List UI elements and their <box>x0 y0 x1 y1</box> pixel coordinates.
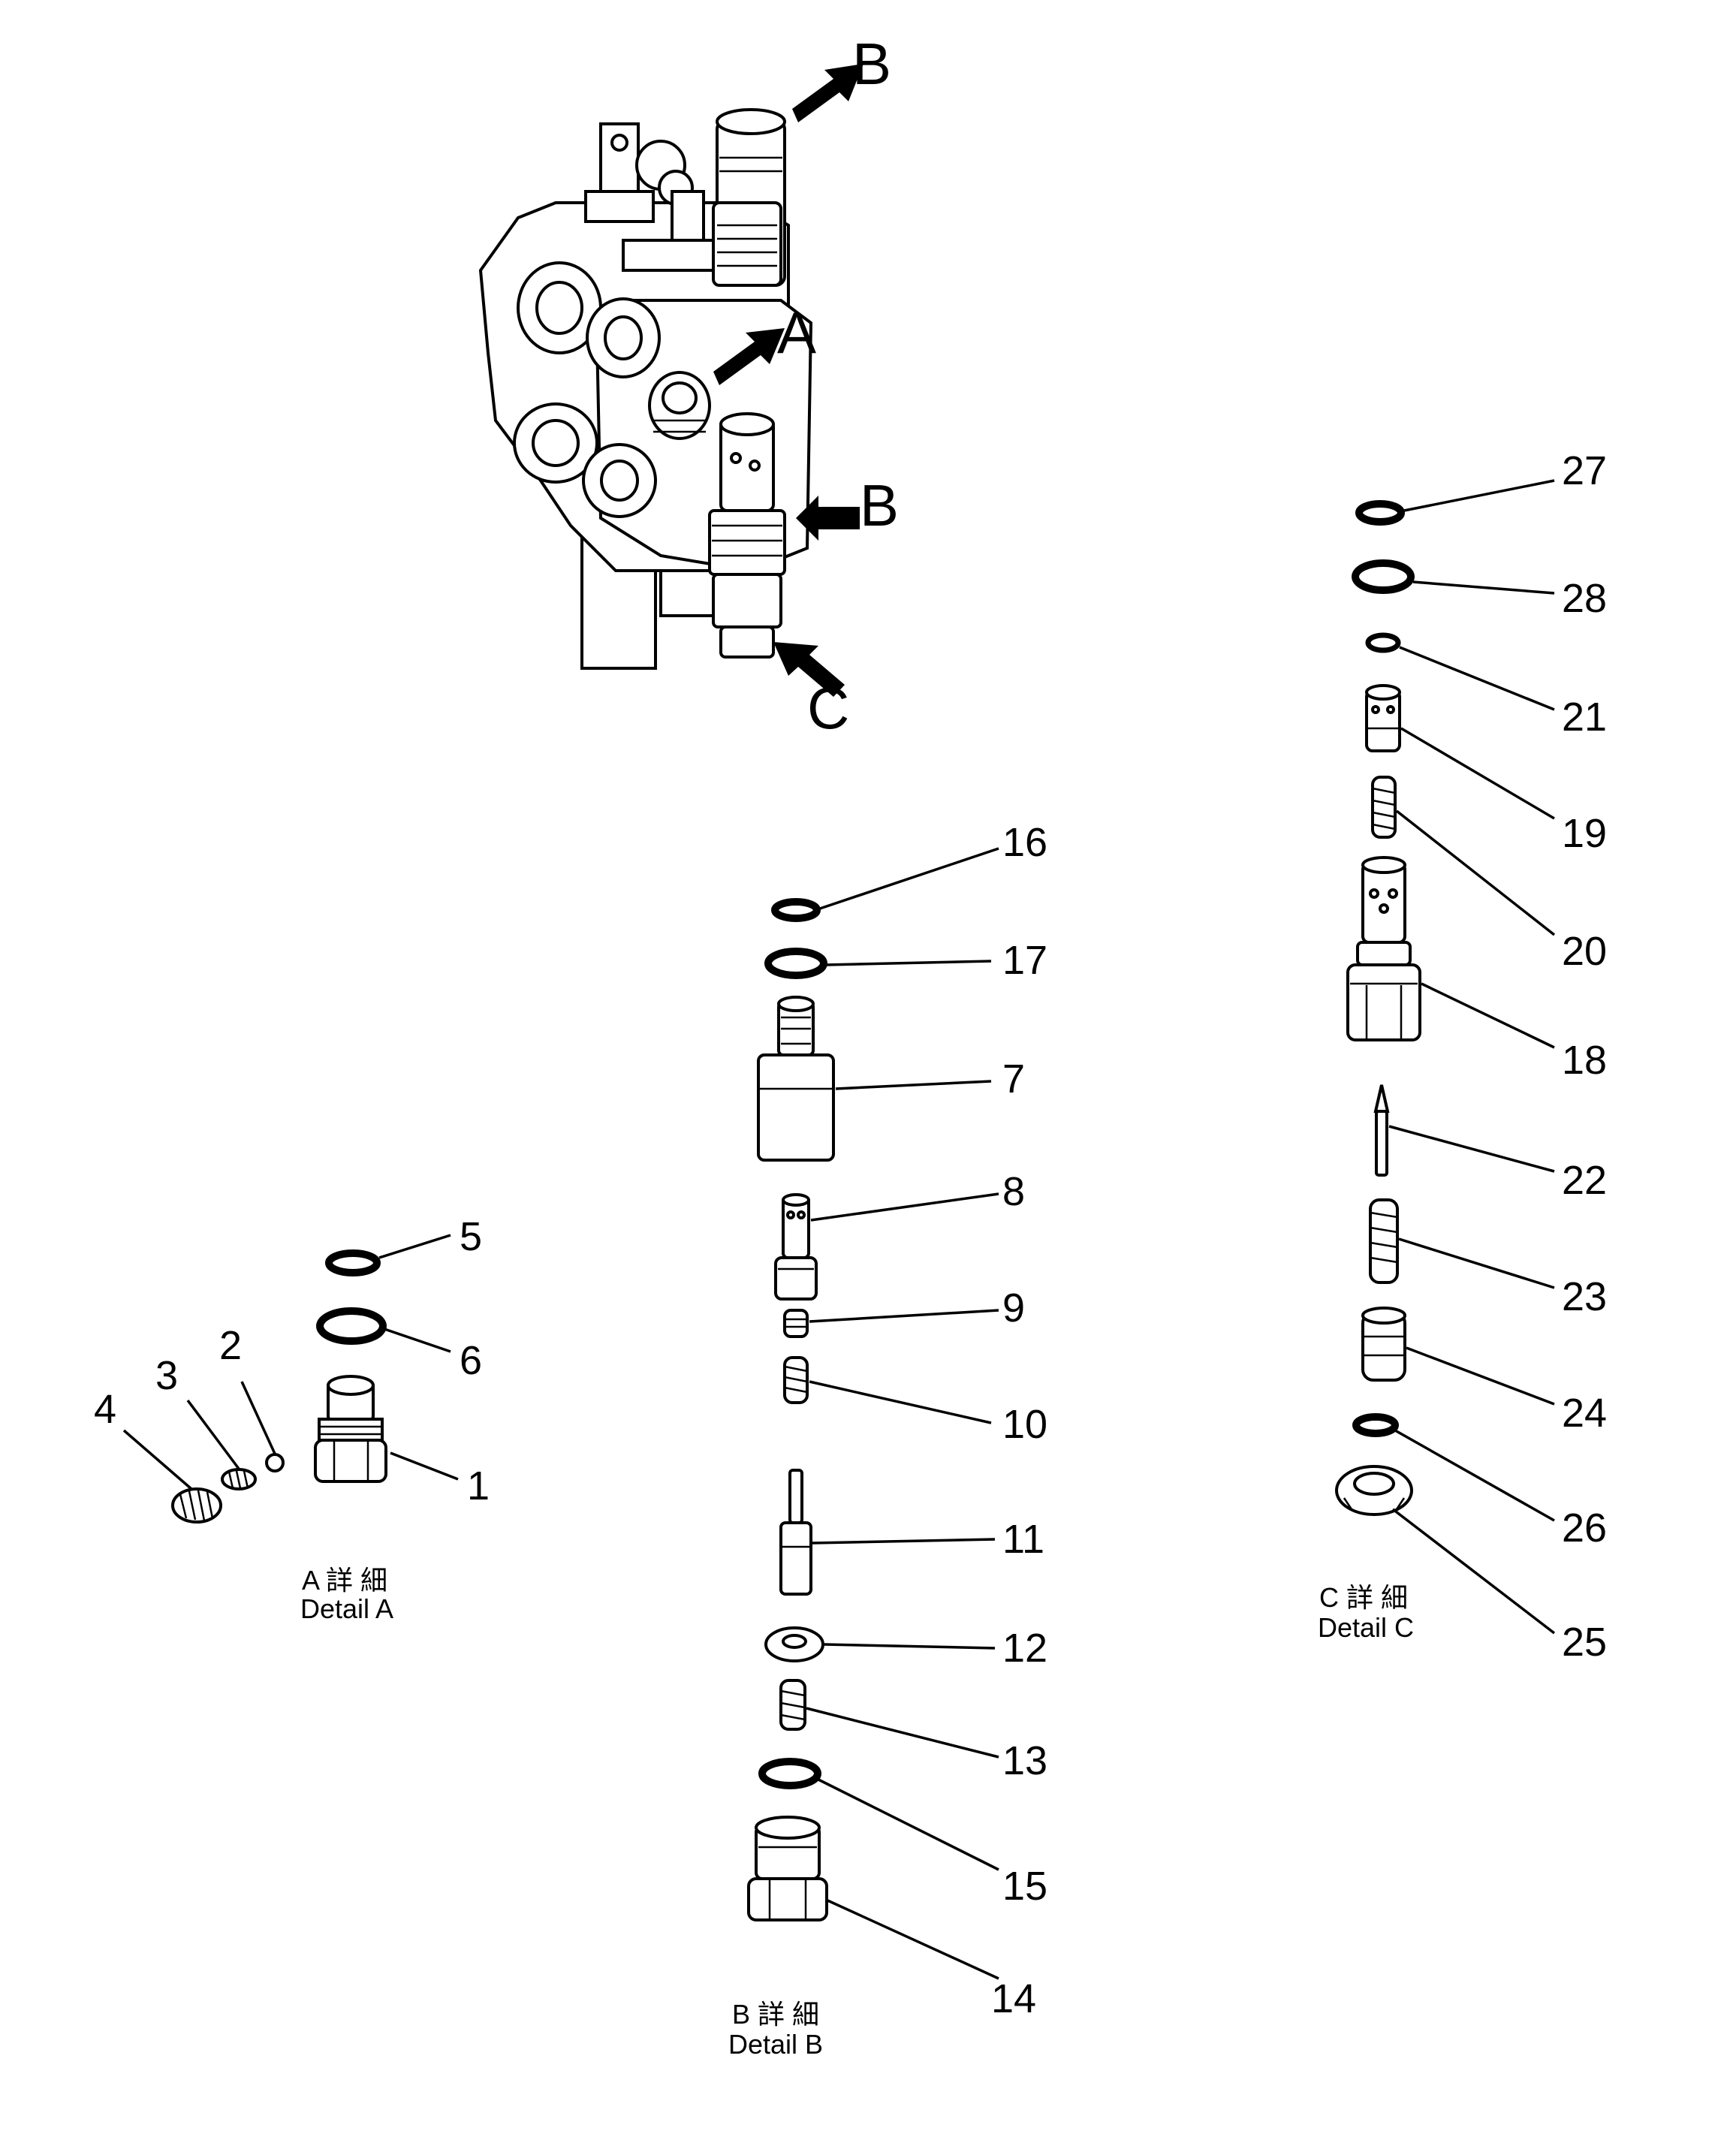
callout-25: 25 <box>1562 1620 1607 1665</box>
arrow-a-icon <box>713 328 785 385</box>
part-20-spring <box>1371 776 1397 839</box>
part-4-screw-plug <box>171 1487 222 1524</box>
callout-18: 18 <box>1562 1038 1607 1083</box>
part-22-needle <box>1373 1084 1390 1177</box>
part-1-plug <box>314 1375 387 1483</box>
detail-c-parts <box>1335 500 1421 1516</box>
control-valve-assembly <box>478 108 813 670</box>
callout-9: 9 <box>1002 1285 1025 1331</box>
arrow-b-top-icon <box>792 64 863 122</box>
part-8-spool <box>774 1193 818 1301</box>
callout-5: 5 <box>460 1214 482 1259</box>
callout-15: 15 <box>1002 1864 1047 1909</box>
callout-27: 27 <box>1562 448 1607 493</box>
detail-b-parts <box>747 898 835 1921</box>
callout-12: 12 <box>1002 1626 1047 1671</box>
callout-14: 14 <box>991 1976 1036 2021</box>
part-2-ball <box>265 1453 285 1472</box>
part-10-spring <box>783 1356 809 1404</box>
callout-20: 20 <box>1562 929 1607 974</box>
detail-a-caption-en: Detail A <box>300 1593 393 1624</box>
detail-b-caption-en: Detail B <box>728 2029 823 2060</box>
detail-a-caption-jp: A 詳 細 <box>302 1565 387 1596</box>
arrow-b-mid-icon <box>796 496 860 541</box>
callout-22: 22 <box>1562 1158 1607 1203</box>
callout-26: 26 <box>1562 1505 1607 1551</box>
callout-7: 7 <box>1002 1056 1025 1102</box>
callout-21: 21 <box>1562 695 1607 740</box>
callout-13: 13 <box>1002 1738 1047 1783</box>
callout-10: 10 <box>1002 1402 1047 1447</box>
part-14-plug <box>747 1816 828 1921</box>
part-12-seat <box>764 1626 824 1662</box>
part-16-o-ring <box>771 898 821 922</box>
part-17-o-ring <box>764 948 827 979</box>
detail-captions: A 詳 細 Detail A B 詳 細 Detail B C 詳 細 Deta… <box>300 1565 1414 2060</box>
callout-6: 6 <box>460 1338 482 1383</box>
detail-a-parts <box>171 1249 387 1524</box>
part-24-piston <box>1361 1307 1406 1382</box>
view-arrows <box>713 64 863 697</box>
callout-4: 4 <box>94 1387 116 1432</box>
callout-17: 17 <box>1002 938 1047 983</box>
callout-23: 23 <box>1562 1274 1607 1319</box>
view-label-b-mid: B <box>860 472 899 538</box>
view-label-c: C <box>807 675 849 741</box>
part-7-sleeve <box>757 996 835 1162</box>
view-label-a: A <box>777 300 816 366</box>
detail-b-caption-jp: B 詳 細 <box>732 1999 819 2030</box>
part-11-piston <box>779 1469 812 1596</box>
part-19-sleeve <box>1365 684 1401 752</box>
callout-8: 8 <box>1002 1169 1025 1214</box>
detail-c-caption-jp: C 詳 細 <box>1319 1582 1408 1613</box>
part-6-o-ring <box>316 1307 387 1345</box>
callout-19: 19 <box>1562 811 1607 856</box>
callout-28: 28 <box>1562 576 1607 621</box>
part-15-o-ring <box>758 1758 821 1789</box>
part-9-poppet <box>783 1309 809 1338</box>
callout-11: 11 <box>1002 1517 1044 1562</box>
callout-16: 16 <box>1002 820 1047 865</box>
callout-3: 3 <box>155 1353 178 1398</box>
part-26-o-ring <box>1352 1413 1399 1437</box>
part-25-nut <box>1335 1465 1413 1516</box>
part-28-o-ring <box>1352 559 1415 594</box>
callout-24: 24 <box>1562 1391 1607 1436</box>
part-23-spring <box>1369 1198 1399 1284</box>
detail-c-caption-en: Detail C <box>1318 1612 1414 1643</box>
view-label-b-top: B <box>852 31 891 97</box>
part-5-o-ring <box>325 1249 381 1276</box>
callout-2: 2 <box>219 1323 242 1368</box>
part-21-o-ring <box>1365 632 1401 653</box>
callout-numbers: 5 6 1 2 3 4 16 17 7 8 9 10 11 12 13 15 1… <box>94 448 1607 2021</box>
part-13-spring <box>779 1679 806 1731</box>
part-27-o-ring <box>1355 500 1405 526</box>
arrow-c-icon <box>773 642 845 697</box>
part-3-spring <box>221 1468 257 1490</box>
callout-1: 1 <box>467 1463 490 1508</box>
part-18-cartridge <box>1346 856 1421 1041</box>
leader-lines <box>122 479 1556 1980</box>
